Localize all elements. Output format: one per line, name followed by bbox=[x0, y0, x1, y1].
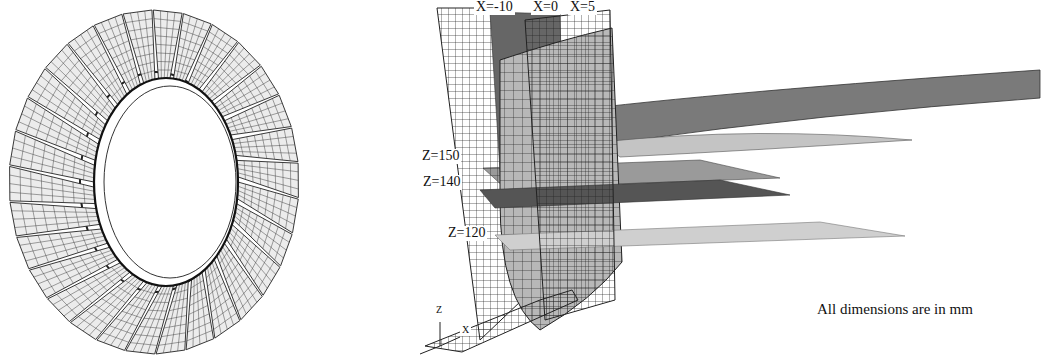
axis-label: Z bbox=[434, 305, 444, 316]
plane-label: X=0 bbox=[531, 0, 560, 15]
plane-label: Z=150 bbox=[420, 149, 461, 164]
plane-label: X=5 bbox=[568, 0, 597, 15]
axis-triad bbox=[420, 322, 460, 354]
plane-label: Z=120 bbox=[446, 226, 487, 241]
axis-label: X bbox=[460, 325, 471, 336]
section-views bbox=[425, 8, 1040, 352]
plane-label: X=-10 bbox=[474, 0, 515, 15]
fan-disk bbox=[10, 10, 299, 354]
note-text: All dimensions are in mm bbox=[815, 302, 975, 318]
plane-label: Z=140 bbox=[421, 175, 462, 190]
